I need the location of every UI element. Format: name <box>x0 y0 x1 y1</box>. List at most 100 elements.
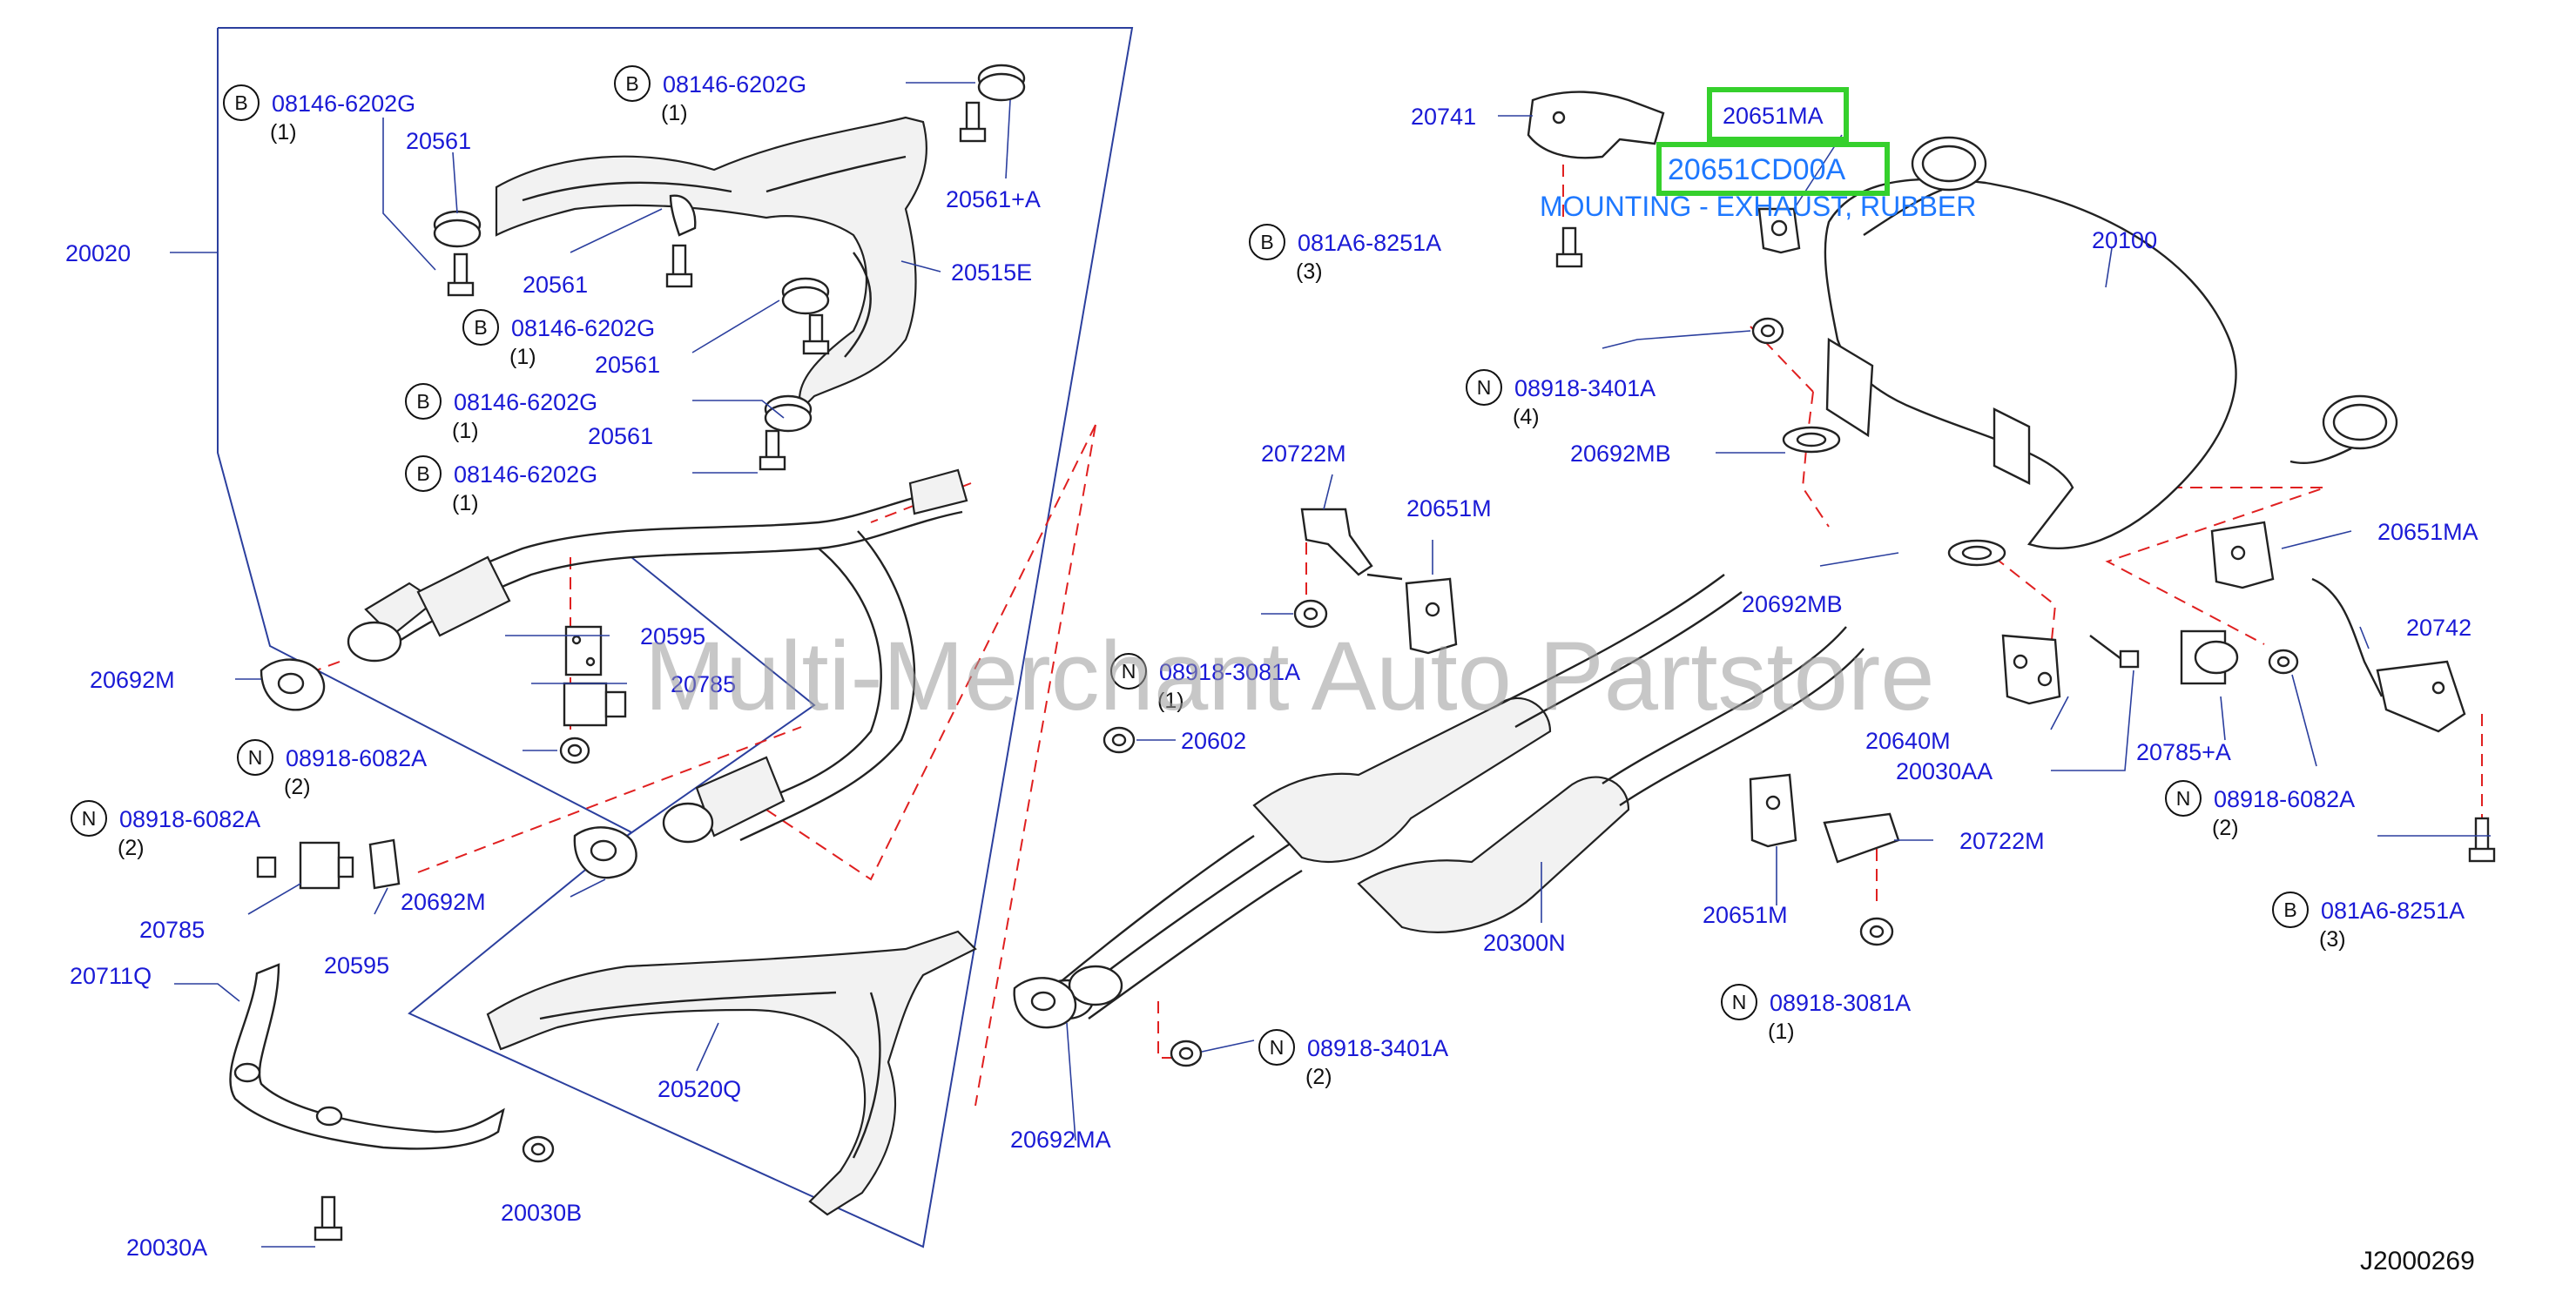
part-label-20692m[interactable]: 20692M <box>90 667 175 693</box>
fastener-qty: (2) <box>284 775 311 799</box>
clamp-20561-a <box>433 210 482 248</box>
fastener-badges <box>71 65 2309 1066</box>
fastener-code[interactable]: 08146-6202G <box>511 315 655 341</box>
part-label-20722m[interactable]: 20722M <box>1261 441 1346 467</box>
clamp-20561-b <box>669 194 697 237</box>
part-label-20722m[interactable]: 20722M <box>1959 828 2045 854</box>
part-label-20711q[interactable]: 20711Q <box>70 963 152 989</box>
fastener-code[interactable]: 08146-6202G <box>454 461 597 488</box>
part-label-20561[interactable]: 20561 <box>406 128 471 154</box>
part-label-20030a[interactable]: 20030A <box>126 1235 207 1261</box>
gasket-20692m-a <box>260 658 326 711</box>
badge-letter: N <box>1732 991 1747 1013</box>
part-label-20692mb[interactable]: 20692MB <box>1570 441 1671 467</box>
fastener-code[interactable]: 08918-6082A <box>2214 786 2355 812</box>
part-label-20595[interactable]: 20595 <box>640 623 705 649</box>
badge-letter: B <box>416 462 429 485</box>
clamp-20561-plus-a <box>977 64 1026 102</box>
highlight-oem-number[interactable]: 20651CD00A <box>1668 153 1845 186</box>
highlight-description: MOUNTING - EXHAUST, RUBBER <box>1540 191 1976 222</box>
gasket-20692mb-a <box>1782 426 1841 454</box>
nut-20030b <box>522 1135 555 1163</box>
part-label-20692mb[interactable]: 20692MB <box>1742 591 1843 617</box>
badge-letter: N <box>2176 787 2191 810</box>
fastener-code[interactable]: 08918-3401A <box>1307 1035 1448 1061</box>
bracket-20722m-b <box>1823 812 1900 864</box>
front-y-pipe-20515e <box>495 116 928 412</box>
fastener-code[interactable]: 08918-6082A <box>286 745 427 771</box>
badge-letter: B <box>474 316 487 339</box>
fastener-code[interactable]: 08918-6082A <box>119 806 260 832</box>
middle-y-pipe <box>347 468 968 844</box>
bracket-20785-a <box>563 682 627 727</box>
badge-letter: B <box>416 390 429 413</box>
part-label-20651m[interactable]: 20651M <box>1703 902 1788 928</box>
part-label-20785[interactable]: 20785 <box>139 917 205 943</box>
badge-letter: N <box>1477 376 1492 399</box>
fastener-qty: (3) <box>1296 259 1323 284</box>
part-label-20300n[interactable]: 20300N <box>1483 930 1566 956</box>
part-label-20561[interactable]: 20561 <box>595 352 660 378</box>
bracket-20742 <box>2311 577 2466 733</box>
fastener-code[interactable]: 08146-6202G <box>272 91 415 117</box>
part-label-20030b[interactable]: 20030B <box>501 1200 582 1226</box>
bracket-20711q <box>229 963 505 1150</box>
fastener-code[interactable]: 081A6-8251A <box>1298 230 1441 256</box>
part-label-20651m[interactable]: 20651M <box>1406 495 1492 522</box>
part-label-20692ma[interactable]: 20692MA <box>1010 1127 1111 1153</box>
part-label-20595[interactable]: 20595 <box>324 952 389 979</box>
bracket-20785-b <box>299 841 354 890</box>
nut-20602 <box>1103 726 1136 754</box>
bolt-20030aa <box>2089 635 2140 669</box>
part-label-20515e[interactable]: 20515E <box>951 259 1032 286</box>
part-label-20651ma[interactable]: 20651MA <box>2377 519 2478 545</box>
part-label-20030aa[interactable]: 20030AA <box>1896 758 1993 784</box>
fastener-code[interactable]: 08918-3081A <box>1159 659 1300 685</box>
rubber-mount-20651m-b <box>1749 773 1797 848</box>
fastener-code[interactable]: 081A6-8251A <box>2321 898 2465 924</box>
part-label-20785[interactable]: 20785 <box>671 671 736 697</box>
part-label-20020[interactable]: 20020 <box>65 240 131 266</box>
part-label-20741[interactable]: 20741 <box>1411 104 1476 130</box>
part-label-20602[interactable]: 20602 <box>1181 728 1246 754</box>
fastener-qty: (1) <box>1157 689 1184 713</box>
fastener-code[interactable]: 08146-6202G <box>454 389 597 415</box>
badge-letter: B <box>234 91 247 114</box>
diagram-id: J2000269 <box>2360 1247 2475 1275</box>
badge-letter: N <box>82 807 97 830</box>
part-label-20561[interactable]: 20561 <box>523 272 588 298</box>
fastener-qty: (4) <box>1513 405 1540 429</box>
fastener-qty: (2) <box>118 836 145 860</box>
part-label-20785-plus-a[interactable]: 20785+A <box>2136 739 2231 765</box>
fastener-code[interactable]: 08918-3401A <box>1514 375 1656 401</box>
badge-letter: N <box>1122 660 1136 683</box>
gasket-20692ma <box>1013 977 1077 1029</box>
rubber-mount-20651ma-highlighted[interactable] <box>1757 207 1801 254</box>
fastener-qty: (1) <box>452 419 479 443</box>
clamp-20561-d <box>764 394 813 433</box>
highlight-part-number[interactable]: 20651MA <box>1723 103 1824 129</box>
fastener-code[interactable]: 08918-3081A <box>1770 990 1911 1016</box>
part-label-20100[interactable]: 20100 <box>2092 227 2157 253</box>
rubber-mount-20640m <box>2001 634 2061 705</box>
gasket-20692m-b <box>573 826 637 879</box>
nut-icon-a <box>559 737 590 764</box>
nut-08918-3081a-lower <box>1859 917 1894 946</box>
part-label-20561[interactable]: 20561 <box>588 423 653 449</box>
part-labels: 20020 20561 20561 20561 20561 20561+A 20… <box>65 104 2478 1261</box>
fastener-qty: (1) <box>270 120 297 145</box>
rubber-mount-20651ma-b <box>2210 521 2275 589</box>
part-label-20692m[interactable]: 20692M <box>401 889 486 915</box>
fastener-badge-letters: B B B B B N N B N N N B N N <box>82 72 2297 1059</box>
left-assembly-frame <box>217 27 1134 1248</box>
fastener-code[interactable]: 08146-6202G <box>663 71 806 98</box>
part-label-20561-plus-a[interactable]: 20561+A <box>946 186 1041 212</box>
part-label-20520q[interactable]: 20520Q <box>657 1076 741 1102</box>
nut-08918-6082a-right <box>2268 649 2299 675</box>
highlight-boxes <box>1656 87 1890 196</box>
badge-letter: N <box>1270 1036 1285 1059</box>
part-label-20742[interactable]: 20742 <box>2406 615 2471 641</box>
part-label-20640m[interactable]: 20640M <box>1865 728 1951 754</box>
bracket-20785-plus-a <box>2180 629 2239 685</box>
